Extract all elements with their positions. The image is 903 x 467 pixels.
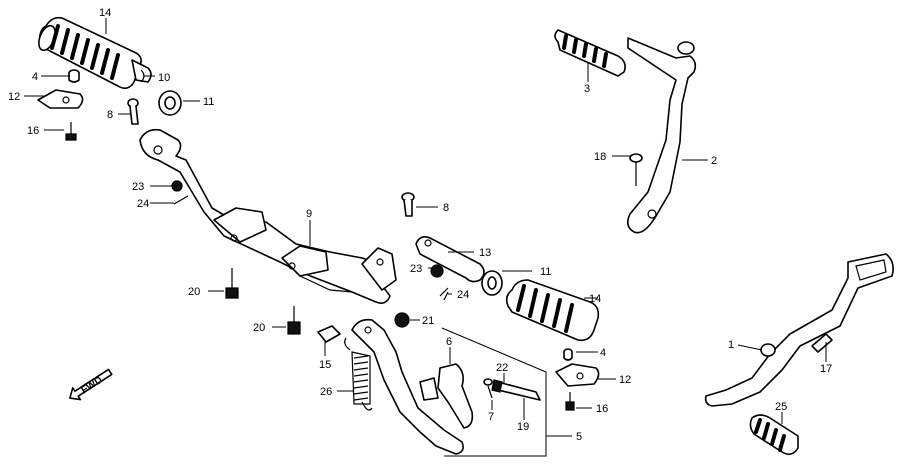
leader-lines bbox=[24, 18, 827, 457]
nut-23-left bbox=[171, 180, 183, 192]
bracket-6 bbox=[419, 363, 474, 429]
callout-14a: 14 bbox=[99, 7, 111, 19]
callout-16b: 16 bbox=[596, 403, 608, 415]
kick-arm-2 bbox=[626, 37, 697, 234]
callout-19: 19 bbox=[517, 421, 529, 433]
callout-23b: 23 bbox=[410, 263, 422, 275]
cotter-pin-24-left bbox=[173, 195, 189, 205]
callout-labels: 14 4 10 12 11 8 16 23 24 9 8 13 23 11 24… bbox=[8, 7, 832, 443]
bolt-16-left bbox=[65, 122, 77, 141]
cotter-pin-24-right bbox=[439, 287, 449, 301]
callout-3: 3 bbox=[584, 83, 590, 95]
spring-26 bbox=[344, 337, 373, 411]
callout-4a: 4 bbox=[32, 71, 38, 83]
bracket-13 bbox=[415, 236, 485, 283]
callout-16a: 16 bbox=[27, 125, 39, 137]
plate-12-right bbox=[555, 363, 600, 387]
callout-2: 2 bbox=[711, 155, 717, 167]
callout-20a: 20 bbox=[188, 286, 200, 298]
bolt-16-right bbox=[565, 392, 575, 411]
forward-arrow-icon: FWD bbox=[69, 368, 113, 401]
footpeg-rubber-right bbox=[505, 279, 600, 342]
callout-23a: 23 bbox=[132, 181, 144, 193]
callout-26: 26 bbox=[320, 386, 332, 398]
callout-12a: 12 bbox=[8, 91, 20, 103]
callout-4b: 4 bbox=[600, 347, 606, 359]
collar-4-left bbox=[68, 69, 80, 83]
callout-17: 17 bbox=[820, 363, 832, 375]
bolt-18 bbox=[629, 153, 643, 186]
footpeg-rubber-left bbox=[38, 16, 152, 90]
change-rubber-25 bbox=[749, 414, 799, 456]
pin-8-right bbox=[401, 192, 415, 217]
pin-8-left bbox=[127, 98, 139, 125]
callout-6: 6 bbox=[446, 336, 452, 348]
collar-4-right bbox=[563, 348, 573, 361]
plate-12-left bbox=[37, 89, 84, 109]
kick-rubber-3 bbox=[554, 29, 626, 77]
pin-7 bbox=[483, 378, 493, 399]
bolt-22-19 bbox=[491, 379, 541, 401]
callout-22: 22 bbox=[496, 362, 508, 374]
callout-5: 5 bbox=[576, 431, 582, 443]
bolt-20-lower bbox=[287, 306, 301, 335]
callout-20b: 20 bbox=[253, 322, 265, 334]
callout-9: 9 bbox=[306, 208, 312, 220]
callout-12b: 12 bbox=[619, 374, 631, 386]
callout-14b: 14 bbox=[589, 293, 601, 305]
callout-24b: 24 bbox=[457, 289, 469, 301]
bolt-15 bbox=[317, 325, 341, 343]
callout-25: 25 bbox=[775, 401, 787, 413]
callout-15: 15 bbox=[319, 359, 331, 371]
callout-11a: 11 bbox=[203, 96, 214, 108]
callout-10: 10 bbox=[158, 72, 170, 84]
nut-21 bbox=[394, 312, 410, 328]
footpeg-bar-9 bbox=[139, 128, 397, 304]
callout-11b: 11 bbox=[540, 266, 551, 278]
callout-21: 21 bbox=[422, 315, 434, 327]
bolt-17 bbox=[811, 333, 833, 353]
bolt-20-upper bbox=[225, 268, 239, 299]
callout-1: 1 bbox=[728, 339, 734, 351]
callout-8b: 8 bbox=[443, 202, 449, 214]
change-pedal-1 bbox=[704, 253, 894, 407]
washer-11-left bbox=[158, 90, 182, 116]
callout-8a: 8 bbox=[107, 109, 113, 121]
callout-24a: 24 bbox=[137, 198, 149, 210]
callout-13: 13 bbox=[479, 247, 491, 259]
callout-18: 18 bbox=[594, 151, 606, 163]
washer-11-right bbox=[481, 270, 503, 296]
side-stand-5 bbox=[351, 318, 464, 455]
nut-23-right bbox=[430, 264, 444, 278]
callout-7: 7 bbox=[488, 411, 494, 423]
